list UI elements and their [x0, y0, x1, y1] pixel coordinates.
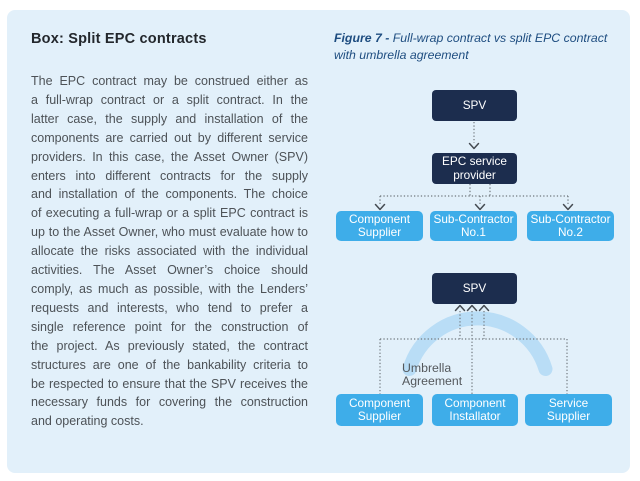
box-paragraph: The EPC contract may be construed either… [31, 72, 308, 431]
paragraph-line: up to the Asset Owner, who must evaluate… [31, 225, 308, 240]
figure-caption-label: Figure 7 - [334, 31, 390, 45]
figure-caption-text: Full-wrap contract vs split EPC contract… [334, 31, 608, 62]
node-epc-service-provider: EPC service provider [432, 153, 517, 184]
paragraph-line: and operating costs. [31, 414, 144, 429]
umbrella-agreement-label: Umbrella Agreement [402, 361, 463, 388]
paragraph-line: of executing a full-wrap or a split EPC … [31, 206, 308, 221]
paragraph-line: latter case, the supply and installation… [31, 111, 308, 126]
paragraph-line: The EPC contract may be construed either… [31, 74, 308, 88]
node-service-supplier: Service Supplier [525, 394, 612, 426]
node-sub-contractor-1: Sub-Contractor No.1 [430, 211, 517, 241]
paragraph-line: comply, as much as possible, with the Le… [31, 281, 308, 296]
paragraph-line: components are carried out by different … [31, 130, 308, 145]
node-sub-contractor-2: Sub-Contractor No.2 [527, 211, 614, 241]
paragraph-line: necessary funds for covering the constru… [31, 395, 308, 410]
paragraph-line: the project. As previously stated, the c… [31, 338, 308, 353]
paragraph-line: structures are one of the bankability cr… [31, 357, 308, 372]
figure-caption: Figure 7 - Full-wrap contract vs split E… [334, 30, 630, 64]
paragraph-line: single reference point for the construct… [31, 319, 308, 334]
box-title: Box: Split EPC contracts [31, 31, 207, 47]
node-spv-bottom: SPV [432, 273, 517, 304]
paragraph-line: and installation of the components. The … [31, 187, 308, 202]
paragraph-line: requests and interests, who tend to pref… [31, 300, 308, 315]
paragraph-line: be respected to ensure that the SPV rece… [31, 376, 308, 391]
node-component-supplier-top: Component Supplier [336, 211, 423, 241]
node-spv-top: SPV [432, 90, 517, 121]
paragraph-line: a full-wrap contract or a split contract… [31, 92, 308, 107]
node-component-installator: Component Installator [432, 394, 518, 426]
node-component-supplier-bottom: Component Supplier [336, 394, 423, 426]
paragraph-line: providers. In this case, the Asset Owner… [31, 149, 308, 164]
paragraph-line: allocate the risks associated with the i… [31, 244, 308, 259]
paragraph-line: enters into different contracts for the … [31, 168, 308, 183]
paragraph-line: activities. The Asset Owner’s choice sho… [31, 263, 308, 278]
